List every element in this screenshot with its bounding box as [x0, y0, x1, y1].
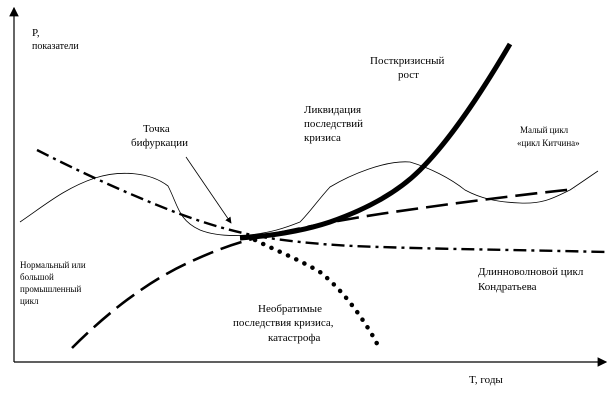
- normal-cycle-label-line4: цикл: [20, 296, 39, 306]
- bifurcation-arrow: [185, 156, 232, 224]
- y-axis-label-line1: P,: [32, 27, 40, 39]
- small-cycle-label-line2: «цикл Китчина»: [517, 138, 580, 148]
- y-axis-label-line2: показатели: [32, 41, 79, 52]
- dash-dot-curve: [36, 148, 607, 254]
- normal-cycle-label-line3: промышленный: [20, 284, 81, 294]
- catastrophe-dotted-curve: [252, 237, 383, 353]
- long-wave-dashed-curve: [71, 187, 576, 349]
- irreversible-label-line1: Необратимые: [258, 303, 322, 315]
- liquidation-label-line1: Ликвидация: [304, 104, 361, 116]
- post-crisis-label-line2: рост: [398, 69, 419, 81]
- normal-cycle-label-line2: большой: [20, 272, 54, 282]
- bifurcation-label-line2: бифуркации: [131, 137, 188, 149]
- liquidation-label-line2: последствий: [304, 118, 363, 130]
- irreversible-label-line2: последствия кризиса,: [233, 317, 334, 329]
- small-cycle-label-line1: Малый цикл: [520, 125, 569, 135]
- long-wave-label-line1: Длинноволновой цикл: [478, 266, 584, 278]
- thin-cycle-curve: [19, 161, 599, 236]
- irreversible-label-line3: катастрофа: [268, 332, 321, 344]
- liquidation-label-line3: кризиса: [304, 132, 341, 144]
- post-crisis-label-line1: Посткризисный: [370, 55, 445, 67]
- post-crisis-growth-curve: [239, 42, 513, 241]
- long-wave-label-line2: Кондратьева: [478, 281, 537, 293]
- bifurcation-label-line1: Точка: [143, 123, 170, 135]
- normal-cycle-label-line1: Нормальный или: [20, 260, 86, 270]
- x-axis-label: T, годы: [469, 374, 503, 386]
